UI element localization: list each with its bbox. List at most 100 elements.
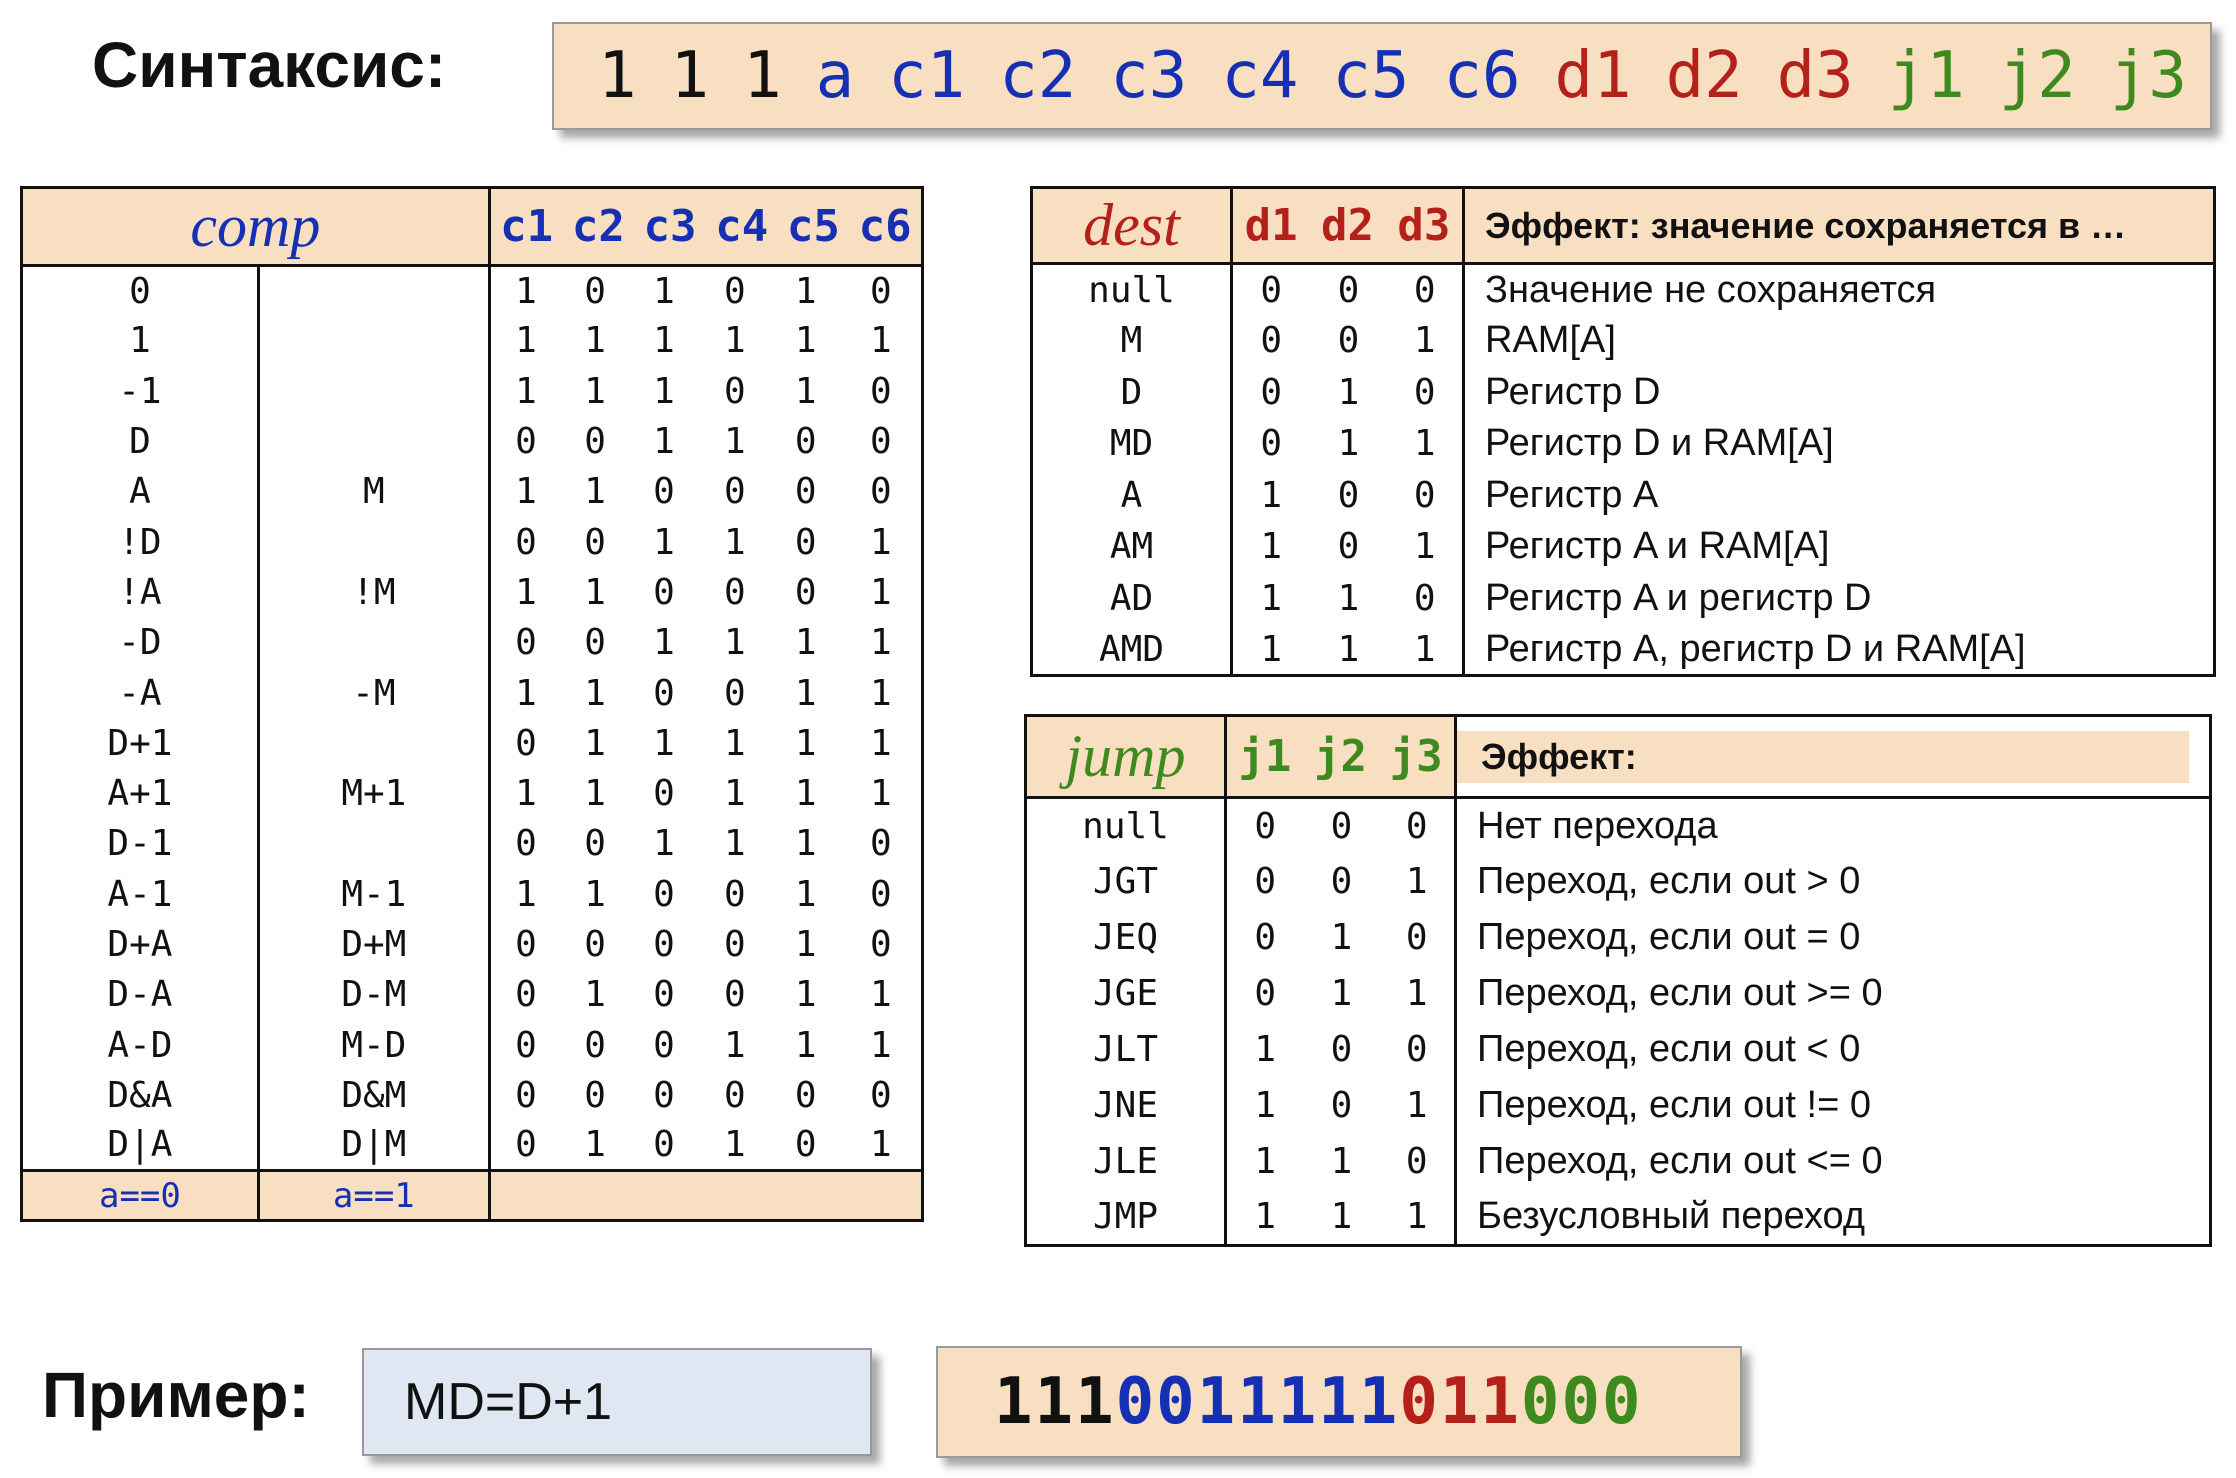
bit-cell: 1	[869, 571, 892, 613]
comp-a1-mnemonic: M	[256, 466, 490, 517]
bit-cell: 0	[584, 421, 606, 463]
bit-cell: 1	[1330, 973, 1353, 1014]
bit-cell: 1	[723, 1124, 746, 1166]
jump-mnemonic: JLE	[1092, 1141, 1159, 1182]
dest-title: dest	[1083, 192, 1180, 258]
syntax-field: 1	[743, 39, 782, 113]
comp-a1-mnemonic	[256, 366, 490, 417]
syntax-field: 1	[598, 39, 637, 113]
bit-cell: 1	[1405, 973, 1428, 1014]
bit-cell: 0	[653, 571, 675, 613]
bit-cell: 1	[653, 622, 675, 664]
bit-cell: 1	[869, 521, 892, 563]
bit-cell: 0	[1224, 797, 1304, 854]
bit-cell: 0	[653, 873, 675, 915]
bit-cell: 0	[869, 270, 892, 312]
bit-cell: 0	[487, 818, 562, 870]
syntax-field: c1	[888, 39, 966, 113]
bit-cell: 0	[723, 1074, 746, 1116]
comp-a0-mnemonic: D&A	[107, 1074, 173, 1116]
bit-cell: 0	[487, 1120, 562, 1171]
bit-cell: 1	[794, 773, 817, 815]
bit-cell: 0	[653, 974, 675, 1016]
bit-cell: 0	[653, 773, 675, 815]
comp-a1-mnemonic: !M	[256, 567, 490, 618]
bit-cell: 0	[1330, 805, 1353, 847]
dest-effect-header: Эффект: значение сохраняется в …	[1462, 187, 2215, 264]
bit-cell: 1	[794, 270, 817, 312]
syntax-field: c2	[999, 39, 1077, 113]
bit-header: c4	[715, 201, 769, 252]
binary-segment: 111	[994, 1365, 1116, 1439]
comp-a0-mnemonic: D-1	[107, 823, 173, 865]
bit-cell: 1	[584, 320, 606, 362]
bit-cell: 0	[653, 1074, 675, 1116]
bit-cell: 1	[1230, 469, 1310, 521]
bit-cell: 0	[584, 622, 606, 664]
jump-effect: Переход, если out <= 0	[1454, 1133, 2211, 1190]
bit-cell: 0	[1337, 474, 1360, 516]
bit-header: d1	[1244, 200, 1298, 251]
bit-cell: 1	[1330, 917, 1353, 958]
binary-segment: 0011111	[1115, 1365, 1400, 1439]
comp-a0-mnemonic: 1	[129, 320, 151, 362]
bit-cell: 0	[1224, 909, 1304, 966]
bit-header: c1	[500, 201, 554, 252]
bit-cell: 0	[794, 1124, 817, 1166]
bit-cell: 1	[1337, 577, 1360, 619]
comp-a1-mnemonic	[256, 718, 490, 769]
bit-cell: 1	[584, 1124, 606, 1166]
bit-cell: 0	[1330, 1085, 1353, 1126]
dest-mnemonic: A	[1120, 474, 1143, 516]
comp-footer-a0: a==0	[98, 1175, 181, 1216]
comp-a0-mnemonic: D-A	[107, 974, 173, 1016]
bit-cell: 1	[723, 1024, 746, 1066]
bit-cell: 0	[1413, 371, 1436, 413]
bit-cell: 0	[487, 718, 562, 769]
bit-cell: 0	[653, 672, 675, 714]
bit-cell: 1	[487, 366, 562, 417]
comp-a0-mnemonic: D+A	[107, 924, 173, 965]
bit-cell: 0	[869, 421, 892, 463]
syntax-field: a	[815, 39, 855, 113]
example-instruction-box: MD=D+1	[362, 1348, 872, 1456]
bit-cell: 1	[723, 622, 746, 664]
comp-a0-mnemonic: D	[129, 421, 151, 463]
bit-cell: 0	[1230, 418, 1310, 470]
syntax-label: Синтаксис:	[92, 29, 447, 101]
bit-header: j3	[1389, 731, 1443, 782]
bit-cell: 0	[1405, 917, 1428, 958]
bit-cell: 0	[723, 672, 746, 714]
bit-header: c2	[571, 201, 625, 252]
bit-cell: 1	[653, 521, 675, 563]
bit-cell: 1	[653, 421, 675, 463]
bit-cell: 1	[584, 974, 606, 1016]
comp-a0-mnemonic: D|A	[107, 1124, 173, 1166]
bit-cell: 0	[1230, 366, 1310, 418]
syntax-field: c5	[1332, 39, 1410, 113]
comp-a0-mnemonic: A	[129, 471, 151, 513]
bit-cell: 1	[584, 873, 606, 915]
bit-cell: 0	[1330, 861, 1353, 902]
bit-cell: 0	[794, 471, 817, 513]
jump-mnemonic: JEQ	[1092, 917, 1159, 958]
jump-effect: Безусловный переход	[1454, 1189, 2211, 1246]
bit-cell: 0	[584, 1074, 606, 1116]
syntax-field: j3	[2109, 39, 2187, 113]
bit-cell: 1	[487, 315, 562, 367]
bit-cell: 1	[869, 1024, 892, 1066]
bit-cell: 1	[869, 773, 892, 815]
